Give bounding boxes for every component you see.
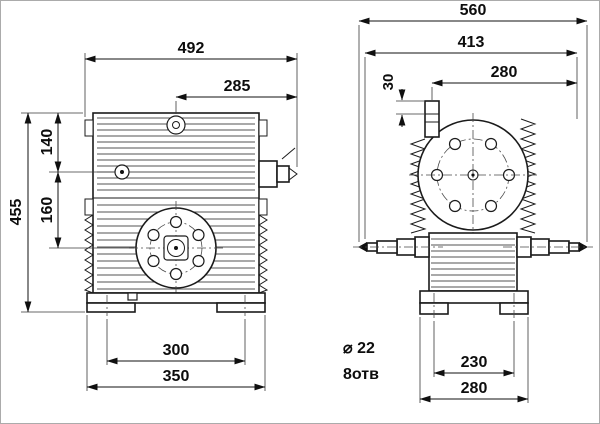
dim-front-overall-width: 492 [84,40,298,167]
dim-label: 30 [380,74,397,91]
side-lower-housing [428,232,518,292]
breather-line [281,147,296,160]
side-center-hub [467,169,479,181]
input-shaft [258,147,298,188]
bolt-hole [169,267,183,281]
extension-lines [84,53,298,167]
bolt-hole [484,199,498,213]
side-view [353,100,593,318]
extension-lines [358,25,588,242]
bolt-hole [169,215,183,229]
front-foot-right [216,302,266,313]
side-lower-fins [431,238,515,288]
front-fins-left-edge [83,214,94,294]
dim-front-shaft-offset: 285 [175,78,298,114]
bolt-hole [192,254,205,268]
foot-hole-centerlines [106,295,246,316]
dim-label: 160 [39,197,56,224]
eyebolt [166,115,186,135]
dim-front-axis-spacing: 160 [39,171,134,249]
side-base [419,290,529,318]
dim-label: 560 [460,2,487,19]
oil-plug [114,164,130,180]
shaft-tip [358,242,367,252]
dim-side-foot-holes-span: 230 [433,321,515,377]
side-base-plate [419,290,529,304]
front-flange-tab [258,198,268,216]
hub-center [174,246,178,250]
extension-lines [86,315,266,391]
bolt-hole [147,254,160,268]
dim-side-body-length: 413 [364,34,578,239]
dim-side-overall-length: 560 [358,2,588,242]
dim-front-base-width: 350 [86,315,266,391]
dim-label: 350 [163,368,190,385]
oil-plug-center [120,170,124,174]
dim-label: 455 [8,199,25,226]
bolt-hole [448,199,462,213]
eyebolt-hole [172,121,180,129]
front-foot-left [86,302,136,313]
front-flange-tab [84,119,94,137]
input-shaft-step2 [276,165,290,183]
dim-label: 280 [491,64,518,81]
side-flange [424,100,440,138]
front-fins-right-edge [258,214,269,294]
dim-label: 300 [163,342,190,359]
side-foot-hole-centerlines [433,293,515,318]
front-base [86,292,266,316]
drain-plug [127,292,138,301]
hub-bore [167,239,185,257]
note-mounting-holes: ⌀ 22 8отв [343,340,379,383]
side-view-dimensions: 560 413 280 30 ⌀ 22 8отв 230 [343,2,588,403]
extension-lines [433,321,515,377]
dim-label: 492 [178,40,205,57]
bolt-hole [147,228,160,242]
input-shaft-step1 [258,160,278,188]
output-flange [129,201,223,297]
side-center-dot [471,173,475,177]
dim-front-foot-holes-span: 300 [106,319,246,365]
dim-label: 230 [461,354,488,371]
dim-side-top-width: 280 [431,64,578,100]
dim-label: 280 [461,380,488,397]
side-lower-body [428,232,518,292]
dim-label: 140 [39,129,56,156]
front-flange-tab [84,198,94,216]
bolt-hole [192,228,205,242]
extension-lines [106,319,246,365]
extension-lines [364,57,578,239]
front-base-plate [86,292,266,304]
eyebolt-ring [166,115,186,135]
front-view-dimensions: 492 285 455 140 160 300 [8,40,298,391]
dim-label: 285 [224,78,251,95]
front-view [83,112,298,316]
dim-label: 413 [458,34,485,51]
extension-lines [419,317,529,403]
side-fins-left [409,138,427,234]
front-flange-tab [258,119,268,137]
hole-count-label: 8отв [343,366,379,383]
extension-lines [396,100,424,115]
hole-diameter-label: ⌀ 22 [343,340,375,357]
dim-side-base-width: 280 [419,317,529,403]
bolt-hole [448,137,462,151]
input-shaft-tip [288,167,298,181]
side-flange-lines [425,113,439,123]
dim-side-flange-offset: 30 [380,74,424,127]
bolt-hole [484,137,498,151]
dim-front-overall-height: 455 [8,112,85,313]
